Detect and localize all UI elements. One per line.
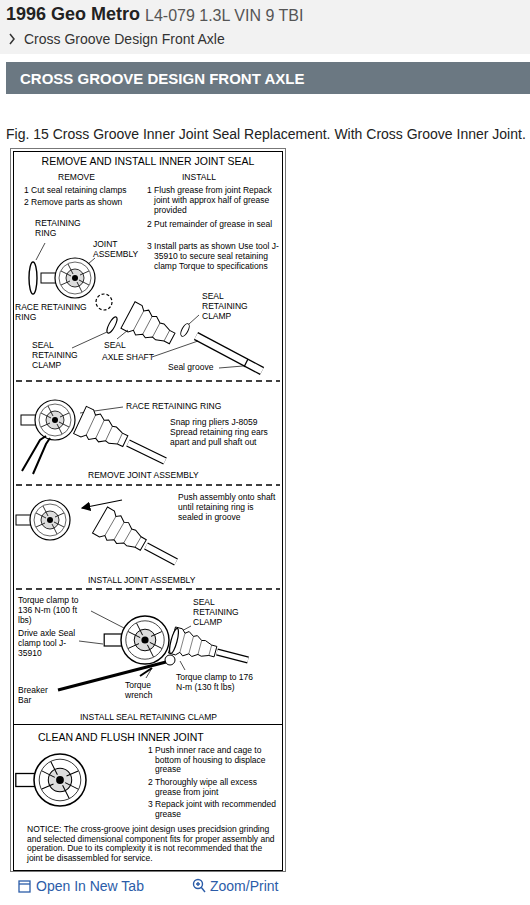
column-heading: INSTALL [182,172,216,182]
notice-text: NOTICE: The cross-groove joint design us… [27,825,277,863]
figure-caption: Fig. 15 Cross Groove Inner Joint Seal Re… [6,126,526,143]
section-band: CROSS GROOVE DESIGN FRONT AXLE [6,62,530,94]
leader-line-part [219,366,243,368]
torque-spec: Torque clamp to 176 N-m (130 ft lbs) [176,672,256,692]
removal-view-part [21,400,75,440]
part-label: SEAL RETAINING CLAMP [32,340,80,370]
leader-line-part [72,332,107,348]
box-heading: CLEAN AND FLUSH INNER JOINT [38,731,204,743]
part-label: RETAINING RING [35,218,83,238]
panel-caption: REMOVE JOINT ASSEMBLY [88,470,199,480]
removal-view-part [22,436,50,474]
exploded-view-part [121,302,179,352]
removal-view-part [128,443,165,461]
part-label: SEAL [104,340,126,350]
clamp-view-part [140,668,152,676]
clean-view-part [16,754,86,806]
leader-line-part [180,661,185,670]
new-tab-icon-part [19,881,30,892]
figure-inner-frame [14,152,283,871]
panel-caption: INSTALL JOINT ASSEMBLY [88,575,195,585]
panel-divider-part [16,484,280,486]
figure-inner-frame-part [14,152,283,871]
header-ground-part [0,0,530,54]
part-label: JOINT ASSEMBLY [93,239,145,259]
step-text: 2 Put remainder of grease in seal [147,219,280,229]
figure-heading: REMOVE AND INSTALL INNER JOINT SEAL [11,155,285,167]
exploded-view-part [244,359,248,367]
part-label: RACE RETAINING RING [126,401,221,411]
chevron-icon-part [10,34,14,44]
step-text: 2 Thoroughly wipe all excess grease from… [148,778,278,797]
clamp-view-part [168,628,181,655]
panel-divider-part [16,588,280,590]
header-ground [0,0,530,54]
part-label: Torque wrench [125,680,167,700]
removal-view-part [128,443,165,461]
part-label: Seal groove [168,362,213,372]
exploded-view-part [96,294,112,310]
install-view-part [82,500,122,508]
leader-line-part [117,330,128,339]
zoom-icon-part [201,887,205,892]
part-label: Drive axle Seal clamp tool J-35910 [18,628,76,658]
instruction-text: Snap ring pliers J-8059 Spread retaining… [170,417,280,447]
install-view-part [93,507,151,558]
chevron-icon [10,34,14,44]
footer-link: Zoom/Print [210,878,278,895]
step-text: 2 Remove parts as shown [24,197,149,207]
step-text: 3 Install parts as shown Use tool J-3591… [147,241,280,271]
panel-divider [16,381,280,589]
exploded-view-part [29,262,37,294]
engine-spec: L4-079 1.3L VIN 9 TBI [145,7,303,26]
step-text: 1 Cut seal retaining clamps [24,185,149,195]
section-heading: CROSS GROOVE DESIGN FRONT AXLE [20,70,304,88]
exploded-view-part [41,258,95,298]
install-view [16,500,176,562]
clamp-view-part [217,652,248,660]
leader-line-part [91,611,124,628]
clean-view [16,754,86,806]
part-label: Breaker Bar [18,685,58,705]
leader-line-part [152,341,198,357]
clamp-view-part [104,616,169,664]
removal-view-part [74,406,132,454]
column-heading: REMOVE [58,172,95,182]
torque-spec: Torque clamp to 136 N-m (100 ft lbs) [18,595,90,625]
part-label: SEAL RETAINING CLAMP [202,291,254,321]
breadcrumb-link: Cross Groove Design Front Axle [24,31,225,48]
part-label: AXLE SHAFT [102,352,154,362]
exploded-view-part [105,316,119,335]
part-label: SEAL RETAINING CLAMP [193,597,245,627]
leader-line-part [79,641,103,644]
install-view-part [146,546,176,562]
new-tab-icon [19,881,30,892]
leader-line-part [36,243,45,260]
zoom-icon-part [196,882,200,886]
exploded-view [29,258,262,371]
removal-view [21,400,165,474]
instruction-text: Push assembly onto shaft until retaining… [178,492,278,522]
clamp-view-part [165,655,175,665]
leader-line-part [189,315,199,324]
install-view-part [146,546,176,562]
part-label: RACE RETAINING RING [15,302,95,322]
clamp-view-part [217,652,248,660]
exploded-view-part [179,322,191,337]
zoom-icon [194,880,206,893]
install-view-part [16,500,70,540]
panel-caption: INSTALL SEAL RETAINING CLAMP [80,712,217,722]
panel-divider-part [16,380,280,382]
footer-link: Open In New Tab [36,878,144,895]
step-text: 3 Repack joint with recommended grease [148,800,278,819]
clean-flush-box: CLEAN AND FLUSH INNER JOINT 1 Push inner … [13,724,283,866]
step-text: 1 Push inner race and cage to bottom of … [148,746,278,775]
page-title: 1996 Geo Metro [6,4,140,25]
clamp-view-part [169,627,219,665]
new-tab-icon-part [19,883,30,884]
step-text: 1 Flush grease from joint Repack joint w… [147,185,280,215]
